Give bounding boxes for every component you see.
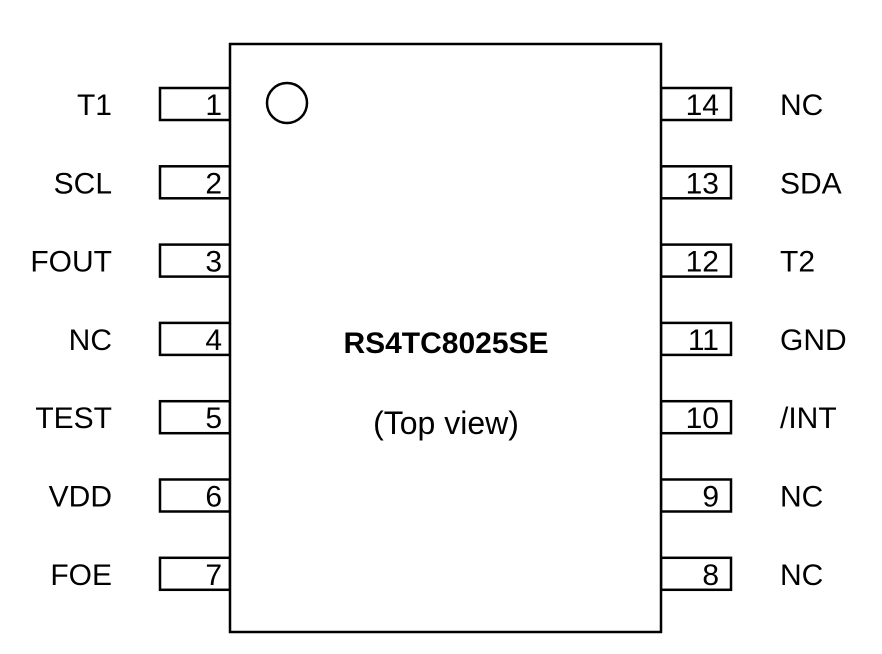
- pin-name: NC: [780, 89, 823, 122]
- pin-name: FOE: [50, 559, 112, 592]
- pin-name: SCL: [54, 167, 112, 200]
- pin-number: 5: [205, 402, 222, 435]
- pin: 8 NC: [659, 556, 823, 592]
- pin-name: NC: [780, 481, 823, 514]
- pin-pad: [158, 165, 232, 200]
- pin-pad: [659, 399, 733, 435]
- pin-name: NC: [69, 324, 112, 357]
- pin-pad: [158, 243, 232, 278]
- pin-number: 14: [686, 89, 719, 122]
- left-pin-group: 1 T1 2 SCL 3 FOUT 4 NC 5 TEST 6 VDD 7 FOE: [30, 86, 232, 592]
- pin: 12 T2: [659, 243, 815, 279]
- pin-number: 2: [205, 167, 222, 200]
- pin-number: 8: [702, 559, 719, 592]
- pin: 14 NC: [659, 86, 823, 122]
- pin-name: GND: [780, 324, 847, 357]
- ic-body: [228, 42, 663, 634]
- pin: 4 NC: [69, 321, 232, 357]
- pin-pad: [158, 399, 232, 435]
- pin: 1 T1: [77, 86, 232, 122]
- pin: 11 GND: [659, 321, 847, 357]
- pin-name: SDA: [780, 167, 842, 200]
- pin-name: VDD: [49, 481, 112, 514]
- pin-name: T2: [780, 246, 815, 279]
- pin-number: 4: [205, 324, 222, 357]
- pin-pad: [158, 86, 232, 122]
- pin-name: T1: [77, 89, 112, 122]
- pin-number: 12: [686, 246, 719, 279]
- pin-number: 13: [686, 167, 719, 200]
- pin-pad: [659, 321, 733, 357]
- pin: 5 TEST: [35, 399, 232, 435]
- pin-pad: [158, 556, 232, 592]
- pin: 13 SDA: [659, 165, 842, 200]
- view-label: (Top view): [373, 405, 519, 441]
- pin-name: TEST: [35, 402, 112, 435]
- pin: 3 FOUT: [30, 243, 232, 279]
- pin: 7 FOE: [50, 556, 232, 592]
- pin-name: NC: [780, 559, 823, 592]
- pin-number: 10: [686, 402, 719, 435]
- pin-pad: [659, 478, 733, 513]
- pin: 9 NC: [659, 478, 823, 514]
- pin1-indicator-icon: [265, 81, 309, 125]
- pin-number: 3: [205, 246, 222, 279]
- pin-name: /INT: [780, 402, 837, 435]
- pin-pad: [659, 556, 733, 592]
- part-number: RS4TC8025SE: [343, 327, 548, 360]
- pin-number: 11: [688, 324, 719, 357]
- pin-number: 9: [702, 481, 719, 514]
- pin: 10/INT: [659, 399, 837, 435]
- pin-number: 1: [205, 89, 222, 122]
- pin: 6 VDD: [49, 478, 232, 514]
- pin-number: 7: [205, 559, 222, 592]
- pin-name: FOUT: [30, 246, 112, 279]
- pin-number: 6: [205, 481, 222, 514]
- pin: 2 SCL: [54, 165, 232, 200]
